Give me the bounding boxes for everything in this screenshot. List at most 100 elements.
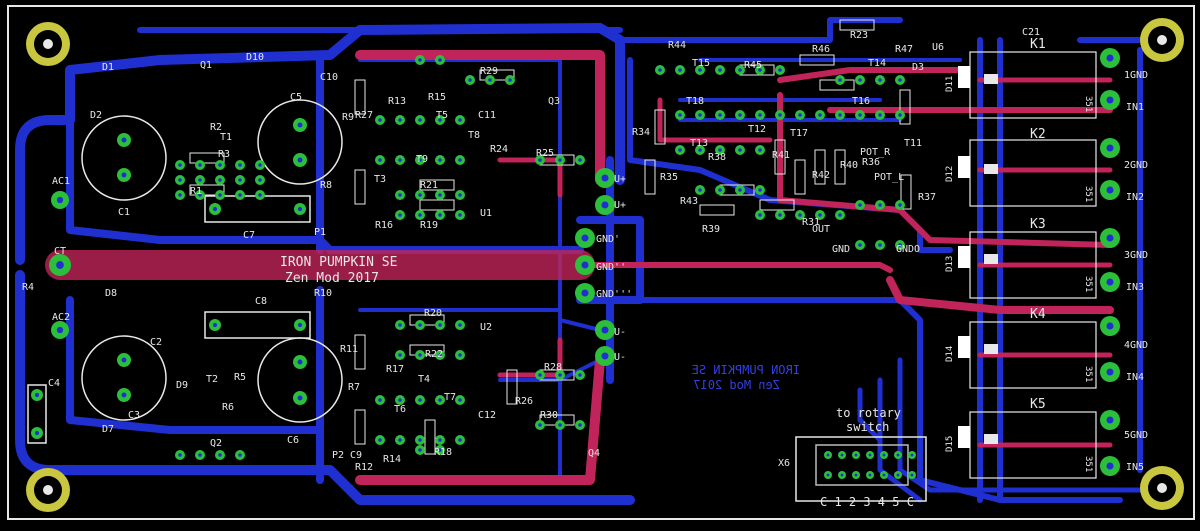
pad-hole (882, 473, 886, 477)
relay-coil-symbol (984, 254, 998, 264)
pad-hole (297, 157, 303, 163)
resistor-body (654, 109, 666, 145)
pad-hole (758, 213, 762, 217)
pad-hole (1106, 186, 1114, 194)
pad-hole (778, 113, 782, 117)
pad-hole (218, 193, 222, 197)
ref-r21: R21 (420, 180, 438, 191)
ref-p1: P1 (314, 227, 326, 238)
mirrored-bottom-text: IRON PUMPKIN SE Zen Mod 2017 (692, 363, 800, 392)
ref-c1: C1 (118, 207, 130, 218)
pad-hole (581, 261, 589, 269)
relay-ref-k5: K5 (1030, 397, 1046, 412)
ref-q2: Q2 (210, 438, 222, 449)
pad-hole (698, 113, 702, 117)
relay-led-diode (958, 336, 970, 358)
relay-in-label: IN5 (1126, 462, 1144, 473)
pad-hole (738, 188, 742, 192)
pad-hole (858, 243, 862, 247)
pad-hole (238, 453, 242, 457)
pad-hole (34, 392, 40, 398)
pad-hole (601, 326, 609, 334)
ref-t16: T16 (852, 96, 870, 107)
pad-hole (578, 158, 582, 162)
pad-hole (840, 473, 844, 477)
ref-q1: Q1 (200, 60, 212, 71)
ref-r44: R44 (668, 40, 686, 51)
ref-pot_r: POT_R (860, 147, 891, 158)
rail-labels: U+ U+ GND' GND'' GND''' U- U- GND GNDO O… (596, 174, 920, 363)
cap-c1-outline (81, 115, 167, 201)
mirror-title-line2: Zen Mod 2017 (693, 378, 780, 392)
pad-hole (258, 193, 262, 197)
pad-hole (868, 453, 872, 457)
relay-led-label: D12 (945, 166, 955, 182)
resistor-body (644, 159, 656, 195)
pad-hole (418, 398, 422, 402)
ref-d1: D1 (102, 62, 114, 73)
pad-hole (398, 118, 402, 122)
pad-hole (238, 178, 242, 182)
resistor-body (419, 199, 455, 211)
ref-t15: T15 (692, 58, 710, 69)
pad-hole (868, 473, 872, 477)
cap-c5-outline (257, 99, 343, 185)
pad-hole (398, 353, 402, 357)
relay-code-label: 351 (1083, 186, 1093, 202)
pad-hole (468, 78, 472, 82)
pad-hole (258, 178, 262, 182)
pad-hole (398, 158, 402, 162)
pad-hole (558, 423, 562, 427)
pad-hole (398, 398, 402, 402)
relay-ref-k3: K3 (1030, 217, 1046, 232)
ref-r23: R23 (850, 30, 868, 41)
relay-led-label: D13 (945, 256, 955, 272)
ref-c6: C6 (287, 435, 299, 446)
ref-t12: T12 (748, 124, 766, 135)
ref-t4: T4 (418, 374, 430, 385)
relay-ref-k1: K1 (1030, 37, 1046, 52)
pad-hole (218, 178, 222, 182)
pad-hole (418, 353, 422, 357)
pad-hole (538, 158, 542, 162)
pad-hole (418, 213, 422, 217)
resistor-body (814, 149, 826, 185)
pad-hole (858, 113, 862, 117)
pad-hole (121, 172, 127, 178)
pad-hole (458, 323, 462, 327)
rail-label-gnd-3: GND''' (596, 289, 632, 300)
pad-hole (826, 453, 830, 457)
pad-hole (896, 473, 900, 477)
ref-r29: R29 (480, 66, 498, 77)
resistor-body (799, 54, 835, 66)
pad-hole (826, 473, 830, 477)
ref-d2: D2 (90, 110, 102, 121)
pad-hole (818, 113, 822, 117)
ref-t11: T11 (904, 138, 922, 149)
pad-hole (798, 113, 802, 117)
resistor-body (189, 152, 225, 164)
ref-t17: T17 (790, 128, 808, 139)
ref-r7: R7 (348, 382, 360, 393)
pad-hole (178, 178, 182, 182)
board-outline (7, 5, 1195, 520)
rail-label-u-plus-2: U+ (614, 200, 626, 211)
pad-hole (198, 193, 202, 197)
pad-hole (896, 453, 900, 457)
relay-coil-symbol (984, 164, 998, 174)
board-title-line1: IRON PUMPKIN SE (280, 255, 397, 270)
pad-hole (121, 357, 127, 363)
top-copper-layer (45, 50, 1114, 485)
relay-led-label: D11 (945, 76, 955, 92)
pad-hole (56, 261, 64, 269)
mounting-hole-bottom-right (1140, 466, 1184, 510)
label-out: OUT (812, 224, 830, 235)
ref-r9: R9 (342, 112, 354, 123)
relay-in-label: IN4 (1126, 372, 1144, 383)
pad-hole (378, 438, 382, 442)
pad-hole (418, 158, 422, 162)
pad-hole (258, 163, 262, 167)
ref-t18: T18 (686, 96, 704, 107)
resistor-body (409, 314, 445, 326)
ref-r10: R10 (314, 288, 332, 299)
